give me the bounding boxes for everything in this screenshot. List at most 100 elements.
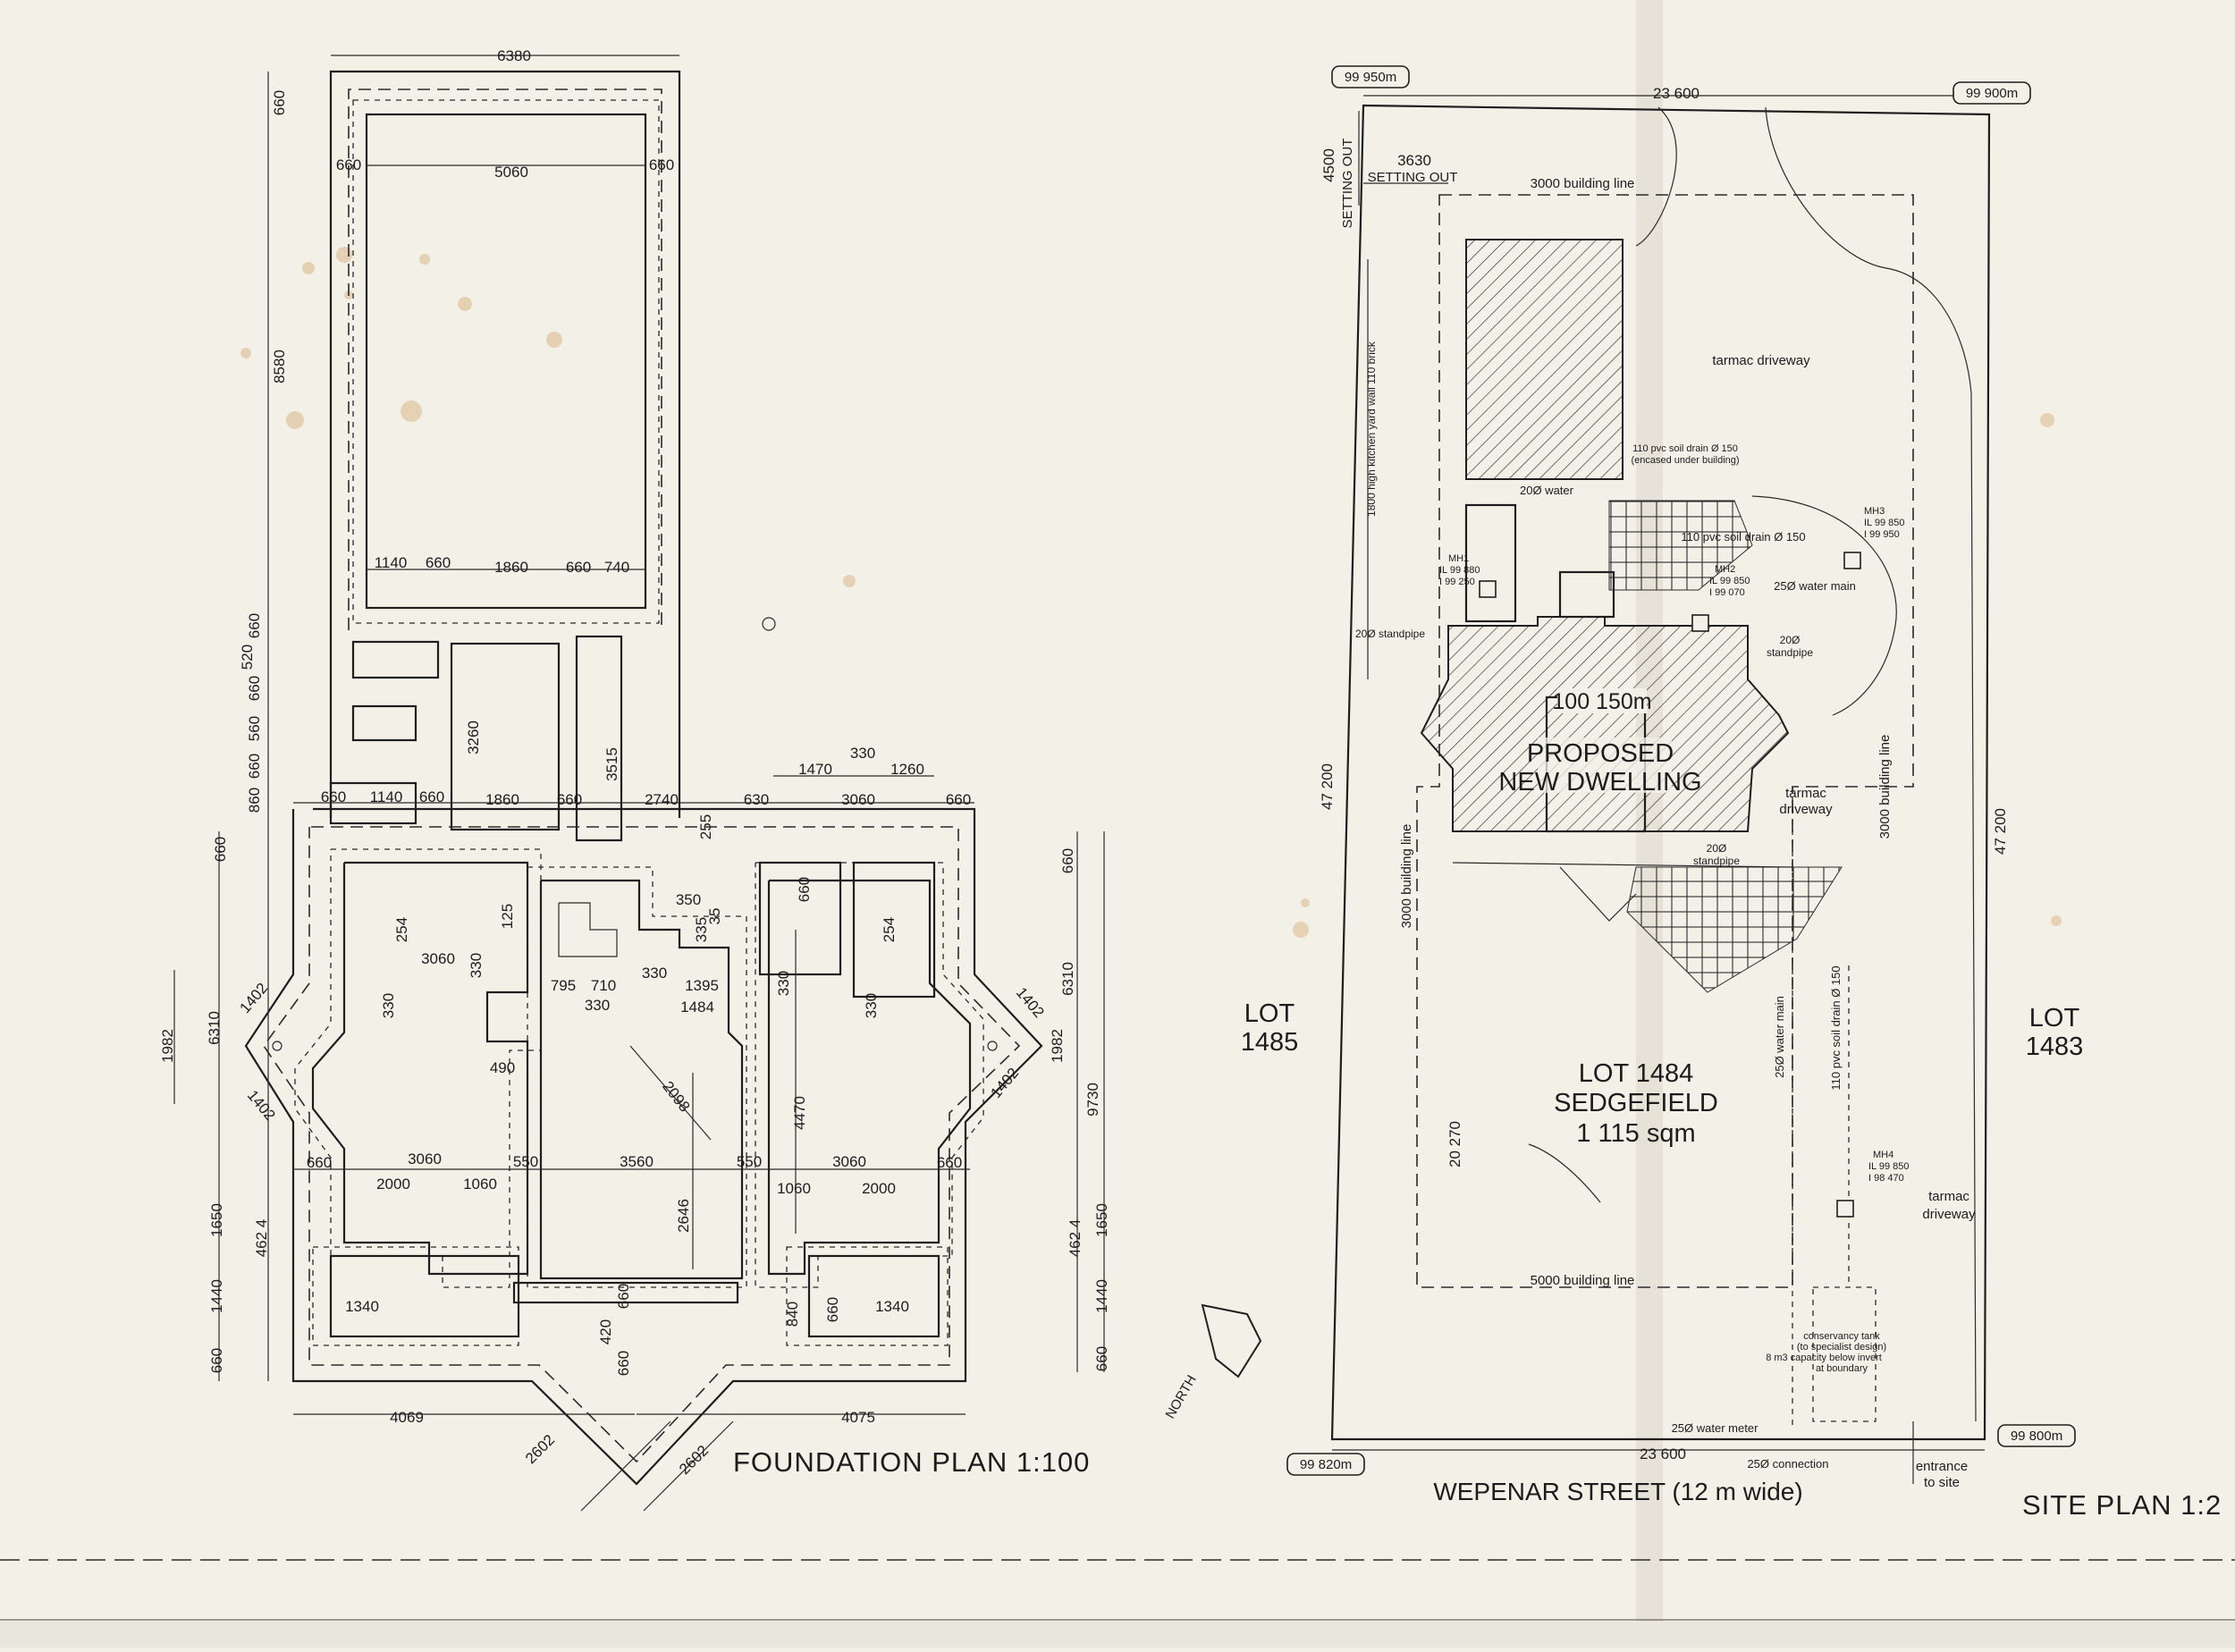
label-mh4-a: MH4 xyxy=(1873,1150,1893,1160)
label-yard-wall: 1800 high kitchen yard wall 110 brick xyxy=(1365,341,1378,517)
label-proposed-2: NEW DWELLING xyxy=(1498,768,1701,796)
label-mh3-a: MH3 xyxy=(1864,506,1885,517)
dim-room1-490: 490 xyxy=(490,1059,515,1076)
dim-row-3060: 3060 xyxy=(841,791,875,808)
room-middle-footing xyxy=(527,866,747,1288)
dim-room1-330b: 330 xyxy=(380,993,397,1018)
label-lot1484-c: 1 115 sqm xyxy=(1576,1119,1695,1148)
manhole-2 xyxy=(1691,614,1709,632)
dim-l-660: 660 xyxy=(212,837,229,862)
passage-lower xyxy=(512,1281,739,1304)
site-plan-title: SITE PLAN 1:2 xyxy=(2022,1489,2222,1521)
dim-bot-3060a: 3060 xyxy=(408,1150,442,1167)
manhole-1 xyxy=(1479,580,1497,598)
dim-top-1260: 1260 xyxy=(890,761,924,778)
label-mh3-b: IL 99 850 xyxy=(1864,518,1904,528)
dim-room1-330a: 330 xyxy=(468,953,485,978)
service-box-2 xyxy=(351,704,417,742)
label-standpipe-r-1: 20Ø xyxy=(1780,634,1801,646)
label-mh4-c: I 98 470 xyxy=(1868,1173,1904,1184)
level-br: 99 800m xyxy=(2011,1429,2062,1444)
dim-gar-b-660a: 660 xyxy=(426,554,451,571)
label-setting-out-v: SETTING OUT xyxy=(1340,139,1355,229)
label-building-line-left: 3000 building line xyxy=(1399,824,1414,929)
dim-r-660b: 660 xyxy=(1093,1346,1110,1371)
site-dimensions: 23 600 23 600 47 200 47 200 4500 3630 20… xyxy=(1319,85,2009,1462)
wc-right xyxy=(758,861,842,976)
dim-row-2740: 2740 xyxy=(645,791,679,808)
dim-left-520: 520 xyxy=(239,645,256,670)
dim-bot-3060b: 3060 xyxy=(832,1153,866,1170)
kitchen-block xyxy=(1464,503,1517,623)
dim-left-660-d: 660 xyxy=(246,754,263,779)
dim-room1-254: 254 xyxy=(393,917,410,942)
dim-l-1982: 1982 xyxy=(159,1029,176,1063)
dim-left-860: 860 xyxy=(246,788,263,813)
garage-outer-wall xyxy=(329,70,681,630)
dim-bot-550b: 550 xyxy=(737,1153,762,1170)
dim-room3-254: 254 xyxy=(881,917,898,942)
dim-l-1440: 1440 xyxy=(208,1279,225,1313)
dim-r-1650: 1650 xyxy=(1093,1203,1110,1237)
dim-bot-4069: 4069 xyxy=(390,1409,424,1426)
label-entrance-2: to site xyxy=(1924,1475,1960,1490)
dim-mid-1484: 1484 xyxy=(680,999,714,1016)
dim-bot-3560: 3560 xyxy=(620,1153,654,1170)
dim-room3-330b: 330 xyxy=(863,993,880,1018)
dim-b-420: 420 xyxy=(597,1319,614,1344)
bath-right xyxy=(807,1254,940,1338)
foundation-plan-title: FOUNDATION PLAN 1:100 xyxy=(733,1446,1090,1478)
label-mh4-b: IL 99 850 xyxy=(1868,1161,1909,1172)
dim-stair-350: 350 xyxy=(676,891,701,908)
label-connection: 25Ø connection xyxy=(1747,1457,1828,1471)
paving-top xyxy=(1608,500,1753,591)
dim-top-overall: 6380 xyxy=(497,47,531,64)
dim-bot-2000a: 2000 xyxy=(376,1176,410,1193)
label-street: WEPENAR STREET (12 m wide) xyxy=(1433,1478,1802,1505)
label-lot1485-a: LOT xyxy=(1244,999,1295,1028)
driveway-curve xyxy=(1635,106,1977,1422)
label-tank-1: conservancy tank xyxy=(1803,1331,1880,1342)
label-lot1484-a: LOT 1484 xyxy=(1579,1059,1693,1088)
label-mh3-c: I 99 950 xyxy=(1864,529,1900,540)
dim-left-660-b: 660 xyxy=(246,613,263,638)
dim-stair-35: 35 xyxy=(706,908,723,925)
dim-bot-2000b: 2000 xyxy=(862,1180,896,1197)
dim-room3-4470: 4470 xyxy=(791,1096,808,1130)
label-mh2-a: MH2 xyxy=(1715,564,1735,575)
label-soil-drain-1b: (encased under building) xyxy=(1631,455,1739,466)
dim-mid-330a: 330 xyxy=(642,965,667,982)
label-tarmac-bot-2: driveway xyxy=(1922,1207,1976,1222)
dim-gar-b-740: 740 xyxy=(604,559,629,576)
dim-gar-660-l: 660 xyxy=(336,156,361,173)
label-lot1484-b: SEDGEFIELD xyxy=(1554,1089,1718,1117)
paper-stains xyxy=(240,247,2062,938)
label-water-meter: 25Ø water meter xyxy=(1672,1421,1758,1435)
dim-row-660b: 660 xyxy=(419,788,444,805)
dim-gar-660-r: 660 xyxy=(649,156,674,173)
dim-row-1140: 1140 xyxy=(370,788,403,805)
label-soil-drain-3: 110 pvc soil drain Ø 150 xyxy=(1829,965,1843,1090)
dim-r-9730: 9730 xyxy=(1084,1083,1101,1117)
label-water-20: 20Ø water xyxy=(1520,484,1574,497)
site-setback-4500: 4500 xyxy=(1320,148,1337,182)
label-tank-4: at boundary xyxy=(1816,1363,1868,1374)
store-right xyxy=(852,861,936,999)
dim-b-660a: 660 xyxy=(824,1297,841,1322)
dim-l-462: 462 4 xyxy=(253,1219,270,1258)
dim-r-1982: 1982 xyxy=(1049,1029,1066,1063)
label-standpipe-b-2: standpipe xyxy=(1693,855,1740,867)
dim-top-1470: 1470 xyxy=(798,761,832,778)
dim-l-1650: 1650 xyxy=(208,1203,225,1237)
label-entrance-1: entrance xyxy=(1916,1459,1968,1474)
site-levels: 99 950m 99 900m 99 820m 99 800m 100 150m xyxy=(1286,65,2076,1476)
dim-left-8580: 8580 xyxy=(271,350,288,384)
label-mh1-a: MH1 xyxy=(1448,553,1469,564)
service-box-1 xyxy=(351,640,440,679)
dim-mid-330b: 330 xyxy=(585,997,610,1014)
dim-bot-660b: 660 xyxy=(937,1154,962,1171)
dim-gar-b-1860: 1860 xyxy=(494,559,528,576)
paving-bottom xyxy=(1626,866,1843,993)
dim-room1-125: 125 xyxy=(499,904,516,929)
